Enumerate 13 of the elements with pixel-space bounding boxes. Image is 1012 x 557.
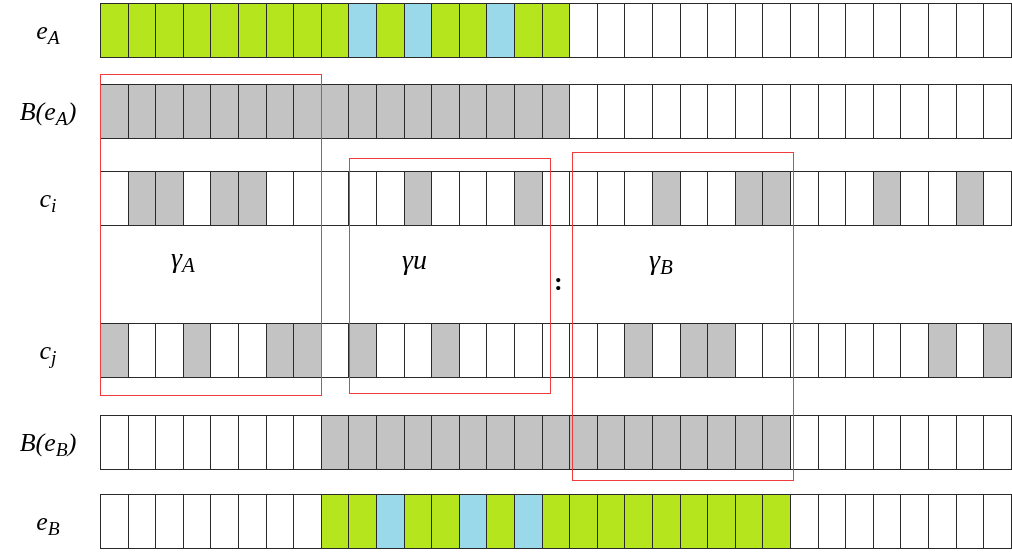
row-label: B(e$_{B}$) (19, 427, 77, 462)
region-label: γu (402, 244, 428, 275)
row-label: c$_{i}$ (39, 183, 57, 218)
ellipsis-mark: : (554, 267, 563, 296)
region-label: γ$_{B}$ (649, 244, 673, 275)
row-label: e$_{A}$ (36, 15, 60, 50)
row-label: B(e$_{A}$) (19, 96, 77, 131)
highlight-frame (572, 152, 794, 481)
highlight-frame (100, 74, 322, 396)
highlight-frame (349, 158, 551, 394)
row-label: c$_{j}$ (39, 335, 57, 370)
region-label: γ$_{A}$ (171, 242, 195, 273)
row-label: e$_{B}$ (36, 506, 60, 541)
